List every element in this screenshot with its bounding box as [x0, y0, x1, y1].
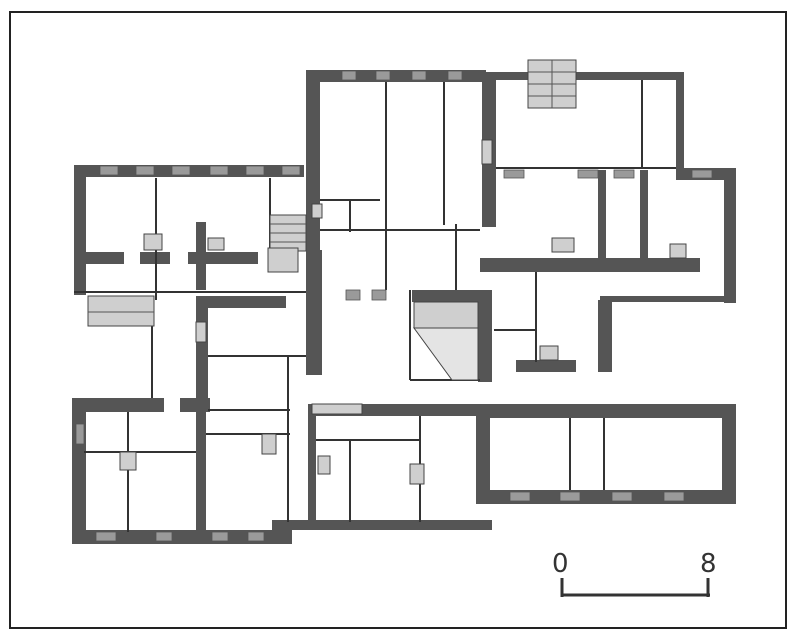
scale-bar: 0 8 — [552, 549, 717, 597]
stairs — [269, 59, 577, 381]
drawing-frame — [9, 11, 787, 629]
scale-bar-start-label: 0 — [552, 549, 569, 579]
interior-walls — [74, 170, 648, 540]
partition-lines — [74, 80, 676, 532]
fixtures — [87, 139, 687, 485]
scale-bar-end-label: 8 — [700, 549, 717, 579]
outer-walls — [72, 70, 736, 544]
windows — [75, 70, 713, 542]
